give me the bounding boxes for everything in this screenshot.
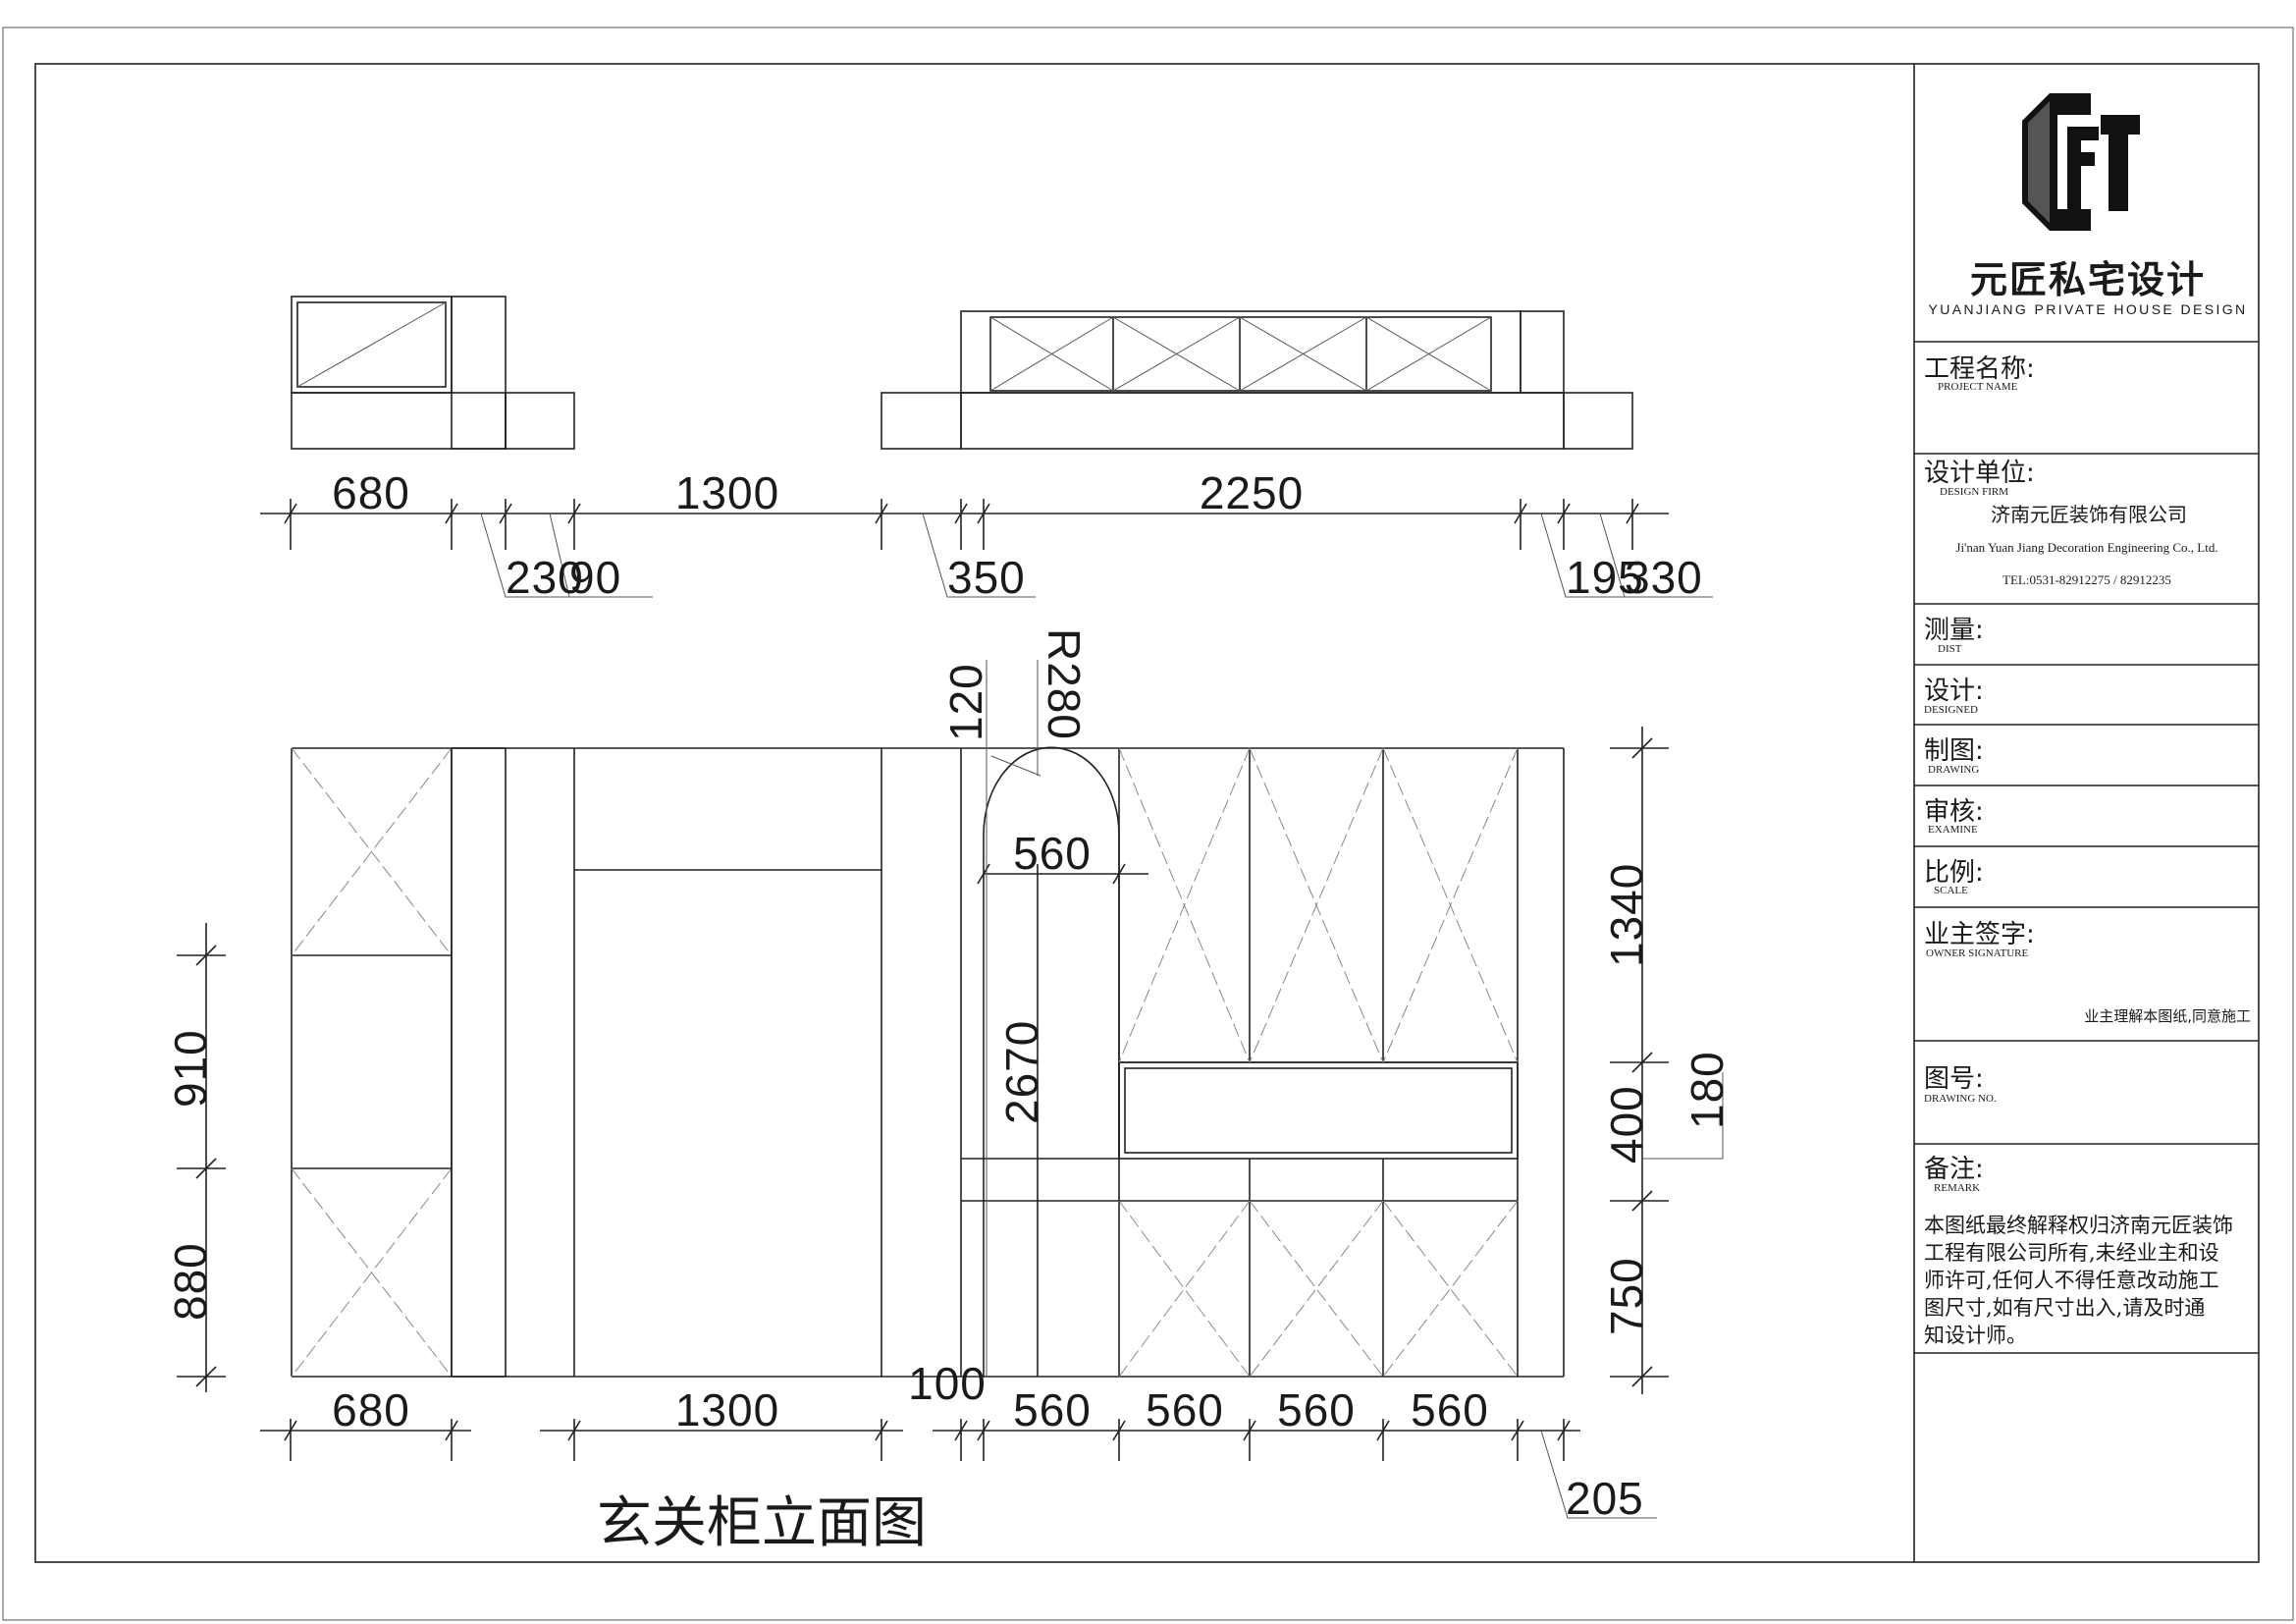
plan-right-base <box>960 392 1565 450</box>
dim-100: 100 <box>908 1358 987 1409</box>
outer-border <box>2 27 2294 1621</box>
plan-right-cabinet <box>960 310 1522 394</box>
drawing-label: 制图: <box>1924 736 1984 766</box>
dim-560-d: 560 <box>1411 1384 1489 1435</box>
dim-195-top: 195 <box>1566 552 1644 603</box>
examine-label-en: EXAMINE <box>1928 824 1978 836</box>
design-firm-label-en: DESIGN FIRM <box>1940 486 2008 498</box>
examine-label: 审核: <box>1924 797 1984 827</box>
title-block: 元匠私宅设计 YUANJIANG PRIVATE HOUSE DESIGN 工程… <box>1913 64 2259 1562</box>
dim-205: 205 <box>1566 1473 1644 1524</box>
scale-label-en: SCALE <box>1934 885 1968 896</box>
drawer-panel <box>1124 1067 1513 1154</box>
brand-name-cn: 元匠私宅设计 <box>1970 258 2206 301</box>
drawing-title: 玄关柜立面图 <box>597 1491 927 1555</box>
remark-line: 知设计师。 <box>1924 1324 2027 1347</box>
elevation-view: 560 120 R280 2670 <box>291 628 1565 1378</box>
dim-330-top: 330 <box>1625 552 1703 603</box>
project-name-label-en: PROJECT NAME <box>1938 381 2018 393</box>
drawing-label-en: DRAWING <box>1928 764 1979 776</box>
dim-350-top: 350 <box>947 552 1026 603</box>
left-vertical-dimensions: 910 880 <box>165 923 226 1392</box>
dim-90-top: 90 <box>569 552 621 603</box>
right-cabinet <box>960 746 1519 1378</box>
scale-label: 比例: <box>1924 858 1984 888</box>
dim-750: 750 <box>1601 1257 1652 1335</box>
remark-label: 备注: <box>1924 1155 1984 1184</box>
arch-niche <box>983 746 1120 1159</box>
firm-name-en: Ji'nan Yuan Jiang Decoration Engineering… <box>1955 540 2217 555</box>
dim-880: 880 <box>165 1242 216 1321</box>
owner-signature-label-en: OWNER SIGNATURE <box>1926 947 2028 959</box>
dim-2670: 2670 <box>996 1020 1047 1124</box>
dim-560-c: 560 <box>1277 1384 1356 1435</box>
dim-400: 400 <box>1601 1085 1652 1164</box>
bottom-dimensions: 680 1300 100 560 560 560 560 205 <box>260 1358 1657 1524</box>
designed-label-en: DESIGNED <box>1924 704 1978 716</box>
dim-1340: 1340 <box>1601 863 1652 967</box>
project-name-label: 工程名称: <box>1924 354 2035 384</box>
dist-label: 测量: <box>1924 616 1984 645</box>
remark-label-en: REMARK <box>1934 1182 1980 1194</box>
plan-dimensions: 680 1300 2250 230 90 350 195 330 <box>260 467 1713 603</box>
remark-text: 本图纸最终解释权归济南元匠装饰 工程有限公司所有,未经业主和设 师许可,任何人不… <box>1924 1214 2233 1347</box>
inner-border <box>34 63 2260 1563</box>
left-shoe-cabinet <box>291 747 453 1378</box>
remark-line: 本图纸最终解释权归济南元匠装饰 <box>1924 1214 2233 1237</box>
dim-120: 120 <box>940 663 991 741</box>
dim-560-a: 560 <box>1013 1384 1092 1435</box>
drawing-no-label-en: DRAWING NO. <box>1924 1093 1997 1105</box>
dim-910: 910 <box>165 1029 216 1108</box>
dim-560-b: 560 <box>1146 1384 1224 1435</box>
remark-line: 工程有限公司所有,未经业主和设 <box>1924 1241 2219 1265</box>
dim-1300-top: 1300 <box>675 467 779 518</box>
owner-note: 业主理解本图纸,同意施工 <box>2084 1007 2251 1025</box>
plan-left-base <box>291 392 507 450</box>
dim-1300-bottom: 1300 <box>675 1384 779 1435</box>
middle-panel <box>573 748 882 1377</box>
remark-line: 师许可,任何人不得任意改动施工 <box>1924 1269 2219 1292</box>
dist-label-en: DIST <box>1938 643 1962 655</box>
firm-name: 济南元匠装饰有限公司 <box>1991 503 2187 526</box>
dim-r280: R280 <box>1039 628 1090 740</box>
plan-left-wall <box>451 296 507 450</box>
brand-name-en: YUANJIANG PRIVATE HOUSE DESIGN <box>1928 301 2247 317</box>
dim-arch-560: 560 <box>1013 828 1092 879</box>
right-vertical-dimensions: 1340 400 180 750 <box>1601 727 1733 1394</box>
dim-180: 180 <box>1682 1051 1733 1129</box>
dim-680-bottom: 680 <box>332 1384 410 1435</box>
elevation-wall-section <box>451 747 507 1378</box>
brand-logo-icon <box>2022 93 2140 231</box>
dim-230-top: 230 <box>506 552 584 603</box>
firm-tel: TEL:0531-82912275 / 82912235 <box>2002 572 2171 587</box>
owner-signature-label: 业主签字: <box>1924 920 2035 949</box>
design-firm-label: 设计单位: <box>1924 459 2035 488</box>
remark-line: 图尺寸,如有尺寸出入,请及时通 <box>1924 1296 2205 1320</box>
designed-label: 设计: <box>1924 677 1984 706</box>
plan-view <box>291 296 1633 450</box>
dim-680-top: 680 <box>332 467 410 518</box>
drawing-no-label: 图号: <box>1924 1064 1984 1094</box>
dim-2250-top: 2250 <box>1200 467 1304 518</box>
